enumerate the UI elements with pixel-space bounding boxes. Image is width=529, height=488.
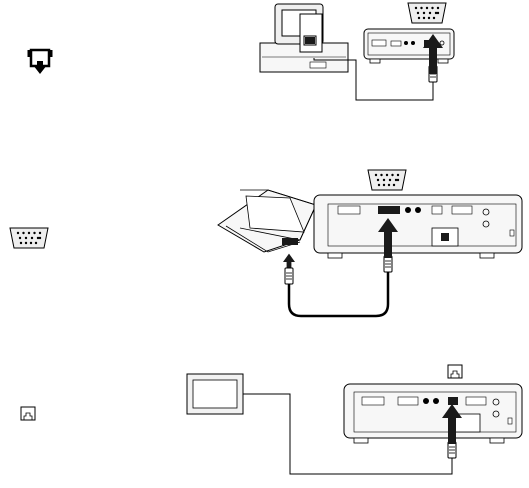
cable-plug (448, 442, 456, 458)
cable-plug (285, 268, 293, 284)
cable-plug (384, 256, 392, 272)
rj45-port-icon (21, 407, 35, 420)
projector-rear (344, 384, 522, 443)
network-device (187, 374, 243, 414)
panel-network-rj45-connection (21, 365, 522, 474)
projector-rear (314, 195, 522, 258)
desktop-computer (260, 4, 348, 72)
laptop (218, 190, 316, 252)
panel-monitor-pass-through (29, 3, 454, 100)
rj45-port-icon (448, 365, 462, 378)
monitor-loop-icon (29, 50, 51, 74)
vga-port-icon (368, 170, 406, 190)
vga-cable (289, 272, 388, 316)
panel-laptop-vga-connection (10, 170, 522, 316)
vga-port-icon (408, 3, 446, 23)
vga-port-icon (10, 228, 48, 248)
